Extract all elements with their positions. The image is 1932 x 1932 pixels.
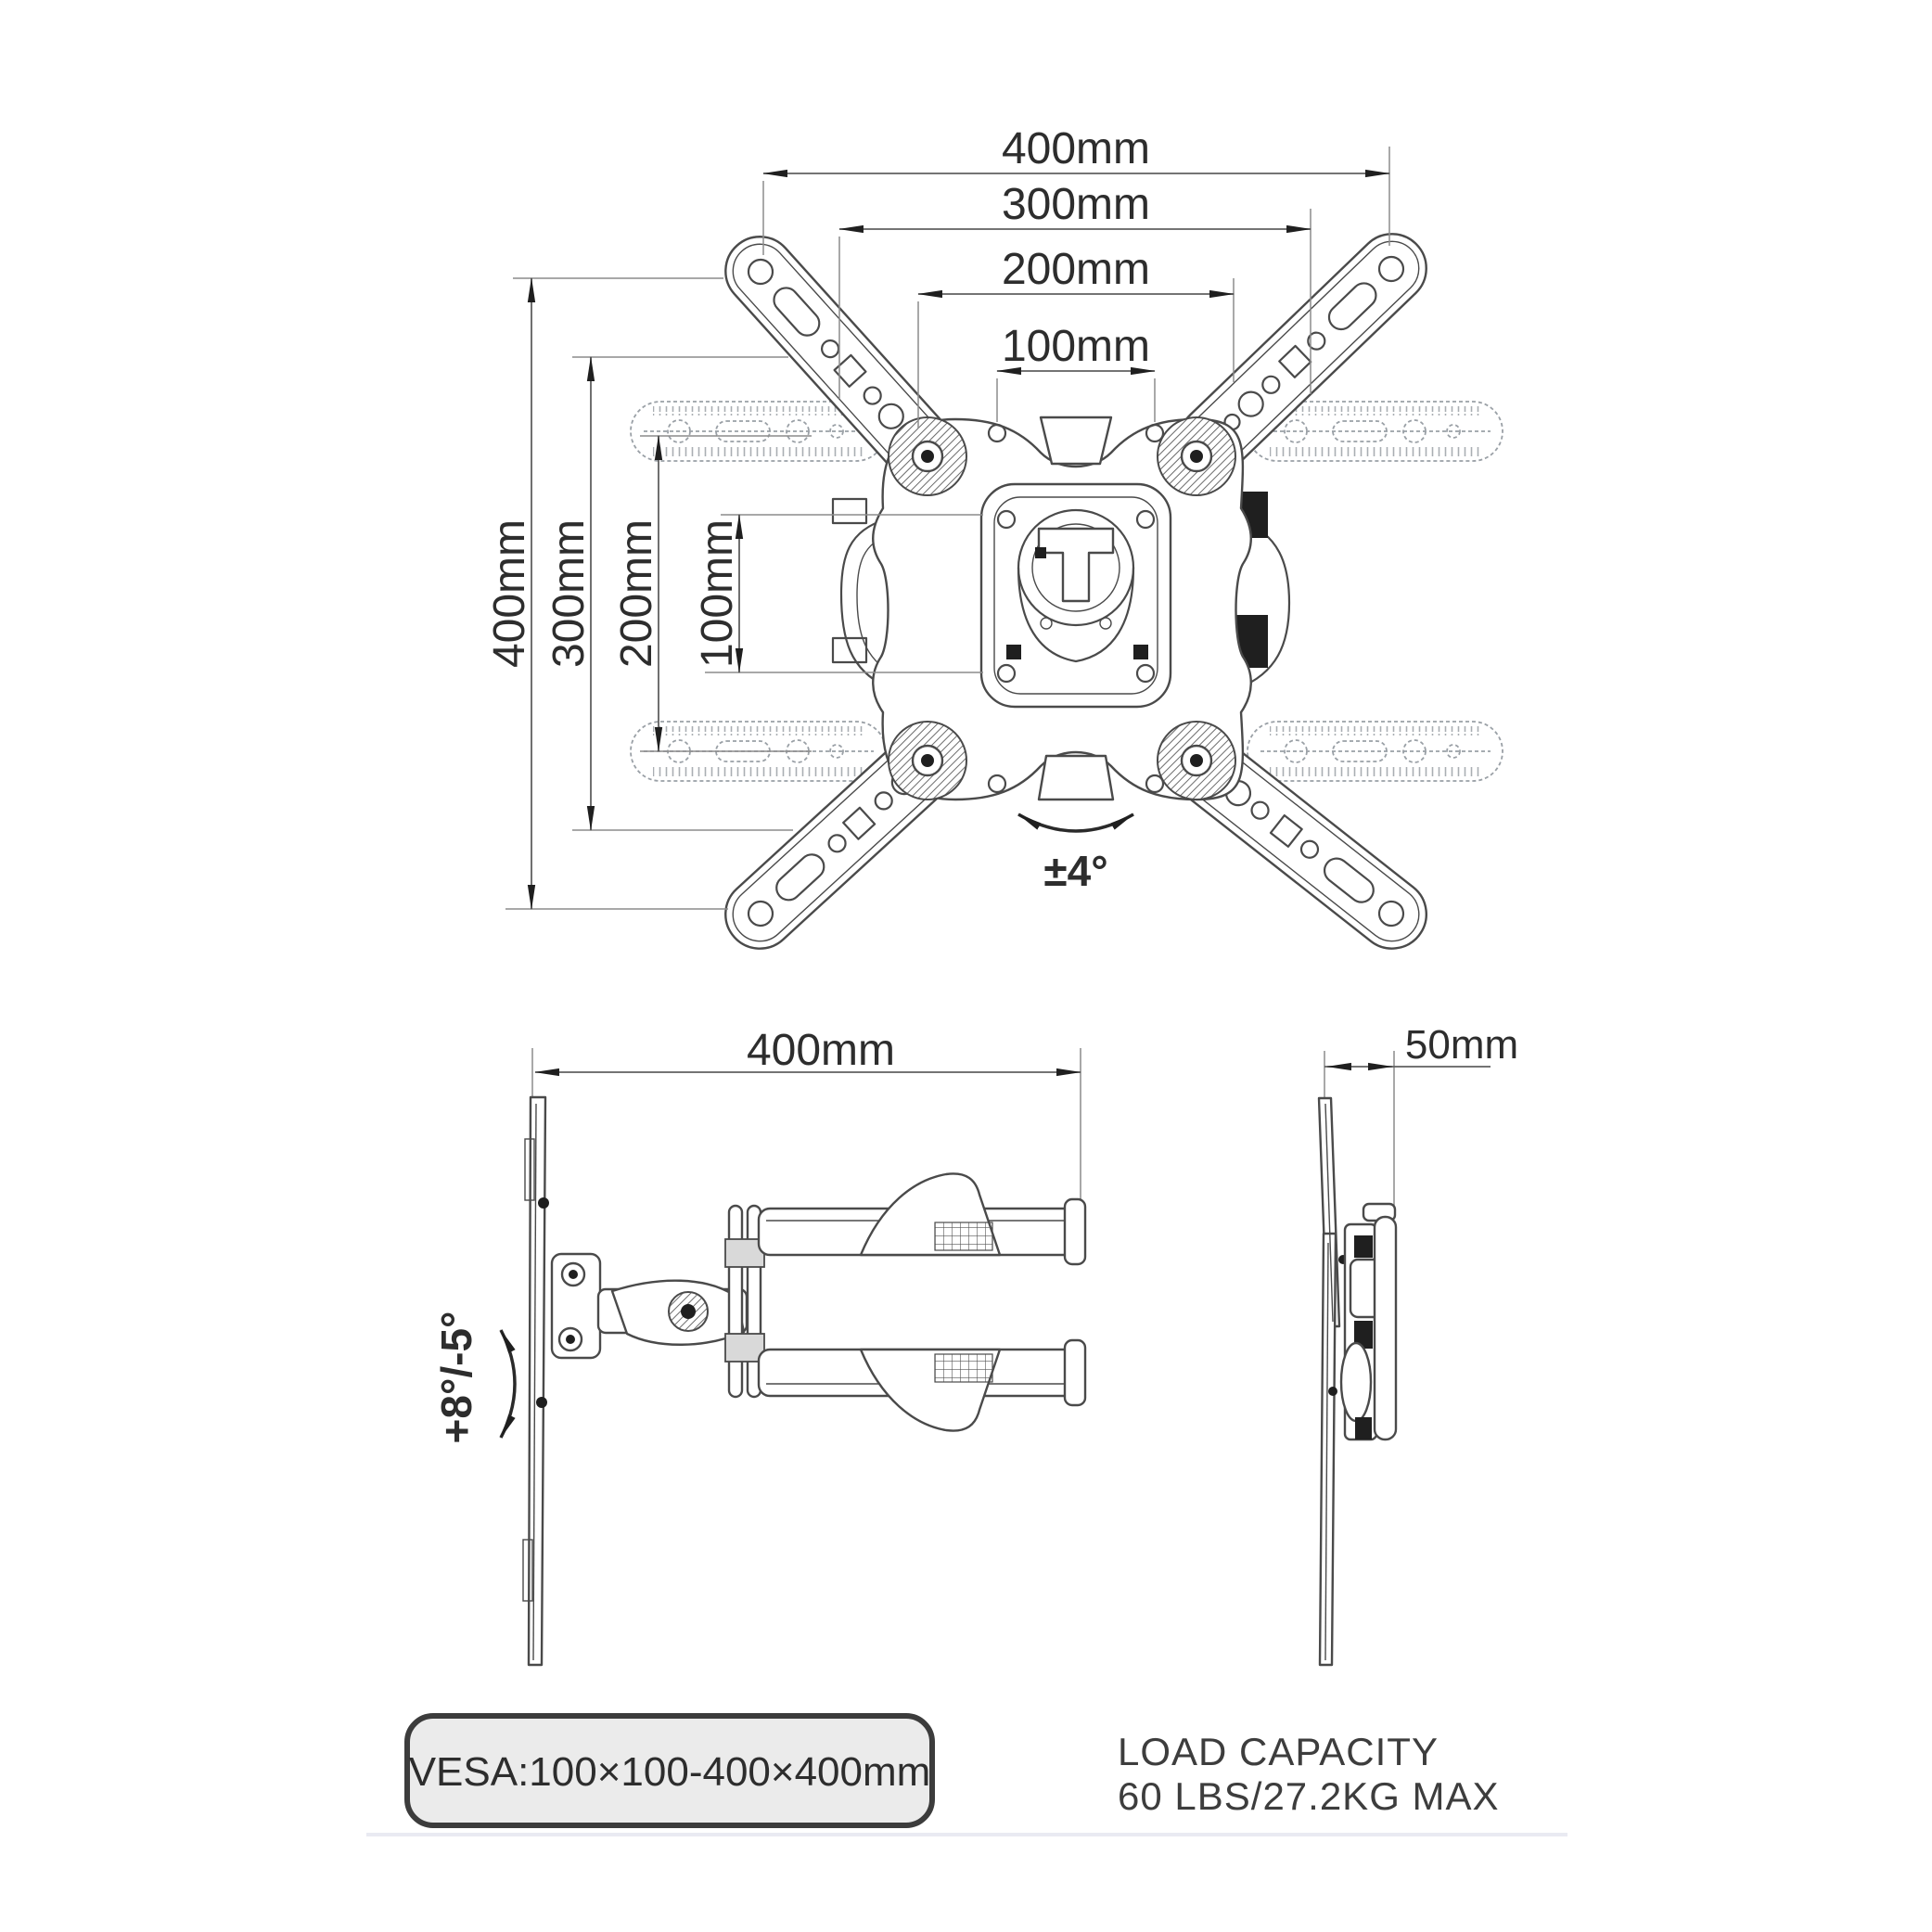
dim-label-v-300mm: 300mm: [544, 519, 594, 668]
dim-side-400mm: 400mm: [531, 1026, 1082, 1206]
pivot-lower-left: [888, 721, 967, 800]
vesa-badge: VESA:100×100-400×400mm: [404, 1713, 935, 1828]
dim-label-v-100mm: 100mm: [693, 519, 742, 668]
pivot-upper-left: [888, 416, 967, 496]
dim-label-h-300mm: 300mm: [1002, 180, 1150, 229]
dim-horizontal-400mm: 400mm: [761, 124, 1391, 255]
dim-label-v-400mm: 400mm: [485, 519, 534, 668]
profile-rail: [1373, 1215, 1398, 1441]
side-view-diagram: 400mm: [432, 1026, 1087, 1667]
profile-wall-plate: [1317, 1096, 1348, 1667]
dim-vertical-300mm: 300mm: [544, 355, 793, 832]
tilt-annotation: +8°/-5°: [432, 1311, 517, 1444]
dim-label-h-200mm: 200mm: [1002, 245, 1150, 294]
load-capacity-note: LOAD CAPACITY 60 LBS/27.2KG MAX: [1118, 1730, 1500, 1818]
top-mount-tab: [1039, 416, 1113, 466]
tilt-arc-arrow: [499, 1329, 517, 1439]
dim-horizontal-200mm: 200mm: [916, 245, 1235, 429]
dim-label-side-400mm: 400mm: [747, 1026, 895, 1075]
dim-horizontal-300mm: 300mm: [838, 180, 1312, 399]
side-hinge-arm: [550, 1252, 748, 1360]
side-wall-plate: [522, 1095, 549, 1667]
tilt-angle-label: +8°/-5°: [432, 1311, 480, 1444]
profile-folded-bracket: [1339, 1202, 1398, 1441]
arm-pivot-knuckles: [888, 416, 1236, 800]
pivot-upper-right: [1157, 416, 1236, 496]
dim-vertical-200mm: 200mm: [612, 434, 812, 753]
dim-horizontal-100mm: 100mm: [995, 322, 1157, 422]
vesa-badge-text: VESA:100×100-400×400mm: [409, 1749, 931, 1795]
dim-label-h-100mm: 100mm: [1002, 322, 1150, 371]
profile-view-diagram: 50mm: [1317, 1022, 1518, 1667]
dim-vertical-400mm: 400mm: [485, 276, 728, 911]
rotation-hub: [1017, 508, 1135, 663]
dim-profile-50mm: 50mm: [1324, 1022, 1518, 1213]
rotation-arc-arrow: [1017, 812, 1134, 833]
side-tv-bracket: [724, 1172, 1087, 1432]
bottom-mount-tab: [1037, 754, 1115, 801]
load-capacity-line2: 60 LBS/27.2KG MAX: [1118, 1774, 1500, 1818]
rotation-angle-label: ±4°: [1043, 847, 1107, 895]
dim-label-profile-50mm: 50mm: [1405, 1022, 1518, 1068]
hub-t-slot: [1037, 527, 1115, 603]
ghost-strip-lower-right: [1247, 721, 1503, 782]
pivot-lower-right: [1157, 721, 1236, 800]
top-view-diagram: 400mm 300mm 200mm 100mm 400mm: [485, 124, 1503, 965]
rotation-annotation: ±4°: [1017, 812, 1134, 895]
dim-label-v-200mm: 200mm: [612, 519, 661, 668]
load-capacity-line1: LOAD CAPACITY: [1118, 1730, 1439, 1773]
dim-vertical-100mm: 100mm: [693, 513, 983, 674]
dim-label-h-400mm: 400mm: [1002, 124, 1150, 173]
